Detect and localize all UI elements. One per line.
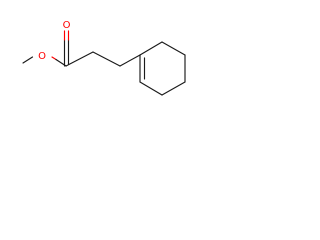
bond-methyl-to-ester-oxygen — [22, 56, 34, 64]
ester-oxygen-label: O — [38, 51, 46, 62]
chemical-structure-canvas: O O — [0, 0, 201, 115]
ring-bond-c5-c6 — [161, 41, 186, 56]
molecule-drawing: O O — [22, 20, 186, 96]
bond-ch2-to-ring — [119, 54, 141, 67]
bond-carbonyl-to-ch2 — [65, 51, 94, 67]
bond-ester-oxygen-to-carbonyl-red — [51, 56, 57, 61]
bond-ch2-to-ch2 — [92, 51, 121, 67]
ring-bond-c6-c1 — [139, 41, 163, 56]
carbonyl-oxygen-label: O — [63, 20, 71, 31]
ring-bond-c2-c3 — [139, 81, 163, 96]
ring-bond-c3-c4 — [161, 81, 186, 96]
